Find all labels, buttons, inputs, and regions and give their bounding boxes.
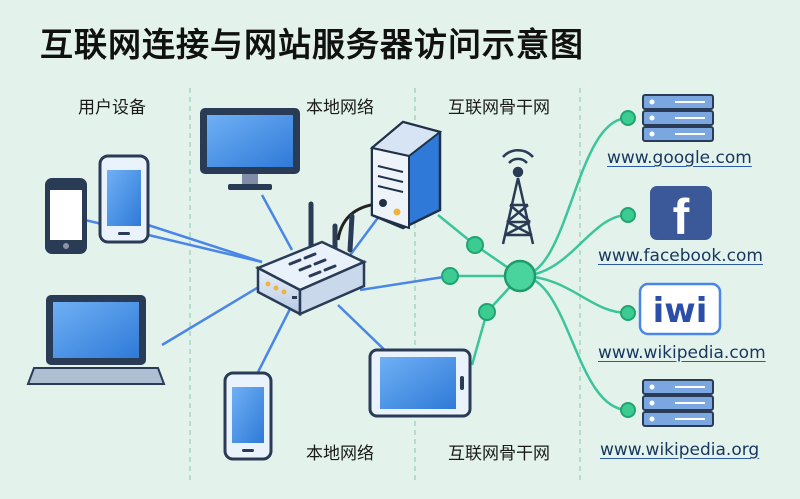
wikipedia-logo-icon[interactable]: iwi: [638, 282, 722, 336]
smartphone-icon: [98, 154, 150, 244]
zone-label-local-network-bottom: 本地网络: [306, 444, 374, 464]
server-tower-icon: [369, 120, 443, 230]
smartphone-icon: [223, 371, 273, 461]
laptop-icon: [26, 295, 166, 385]
backbone-nodes: [441, 110, 636, 418]
zone-label-backbone-bottom: 互联网骨干网: [448, 444, 550, 464]
page-title: 互联网连接与网站服务器访问示意图: [40, 25, 584, 64]
desktop-monitor-icon: [200, 108, 300, 190]
smartphone-icon: [45, 178, 87, 254]
backbone-links: [437, 116, 629, 412]
zone-label-local-network-top: 本地网络: [306, 98, 374, 118]
zone-label-user-devices: 用户设备: [78, 98, 146, 118]
tablet-icon: [368, 348, 472, 418]
site-url-google[interactable]: www.google.com: [607, 148, 752, 168]
site-url-wikipedia-org[interactable]: www.wikipedia.org: [600, 440, 760, 460]
facebook-logo-icon[interactable]: f: [650, 186, 712, 245]
site-url-wikipedia-com[interactable]: www.wikipedia.com: [598, 343, 766, 363]
server-rack-icon[interactable]: [642, 379, 714, 427]
cell-tower-icon: [501, 148, 535, 245]
backbone-hub-node: [503, 259, 537, 293]
wikipedia-logo-glyph: iwi: [653, 291, 708, 331]
facebook-logo-glyph: f: [673, 189, 690, 245]
server-rack-icon[interactable]: [642, 94, 714, 142]
router-icon: [255, 201, 368, 317]
site-url-facebook[interactable]: www.facebook.com: [598, 246, 763, 266]
zone-label-backbone-top: 互联网骨干网: [448, 98, 550, 118]
